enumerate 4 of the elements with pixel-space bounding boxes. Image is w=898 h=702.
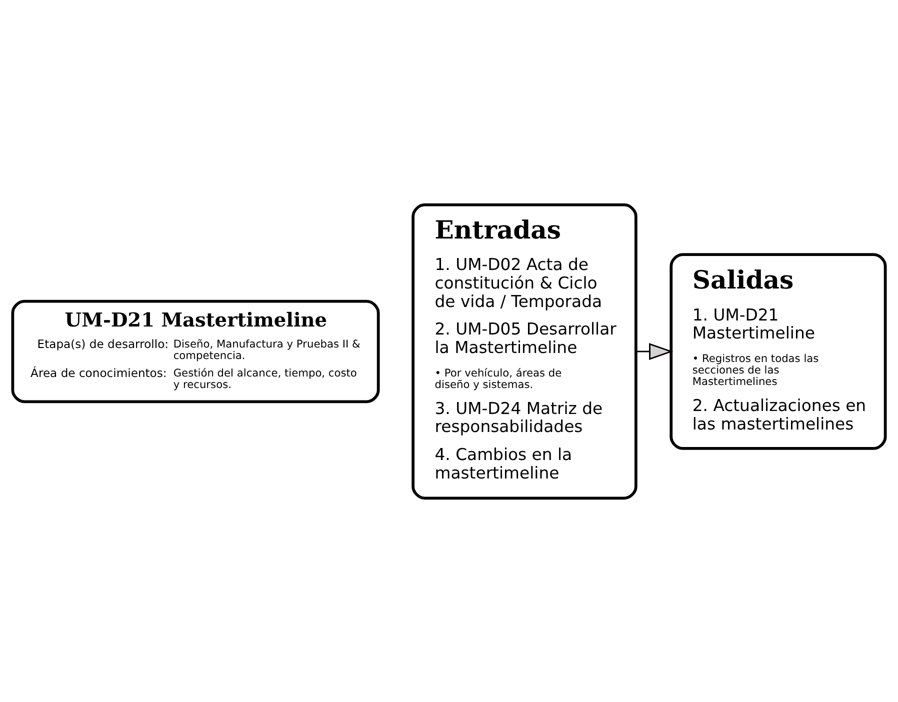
node-box: Salidas 1. UM-D21 Mastertimeline • Registros en todas las secciones de las Mastertimelines 2. Actualizaciones en las mastertimelines (670, 252, 887, 450)
arrow (636, 342, 674, 360)
node-box: UM-D21 Mastertimeline Etapa(s) de desarrollo: Diseño, Manufactura y Pruebas II & competencia. Área de conocimientos: Gestión del alcance, tiempo, costo y recursos. (11, 299, 380, 403)
node-box: Entradas 1. UM-D02 Acta de constitución & Ciclo de vida / Temporada 2. UM-D05 Desarrollar la Mastertimeline • Por vehículo, áreas de diseño y sistemas. 3. UM-D24 Matriz de responsabilidades 4. Cambios en la mastertimeline (412, 202, 638, 500)
